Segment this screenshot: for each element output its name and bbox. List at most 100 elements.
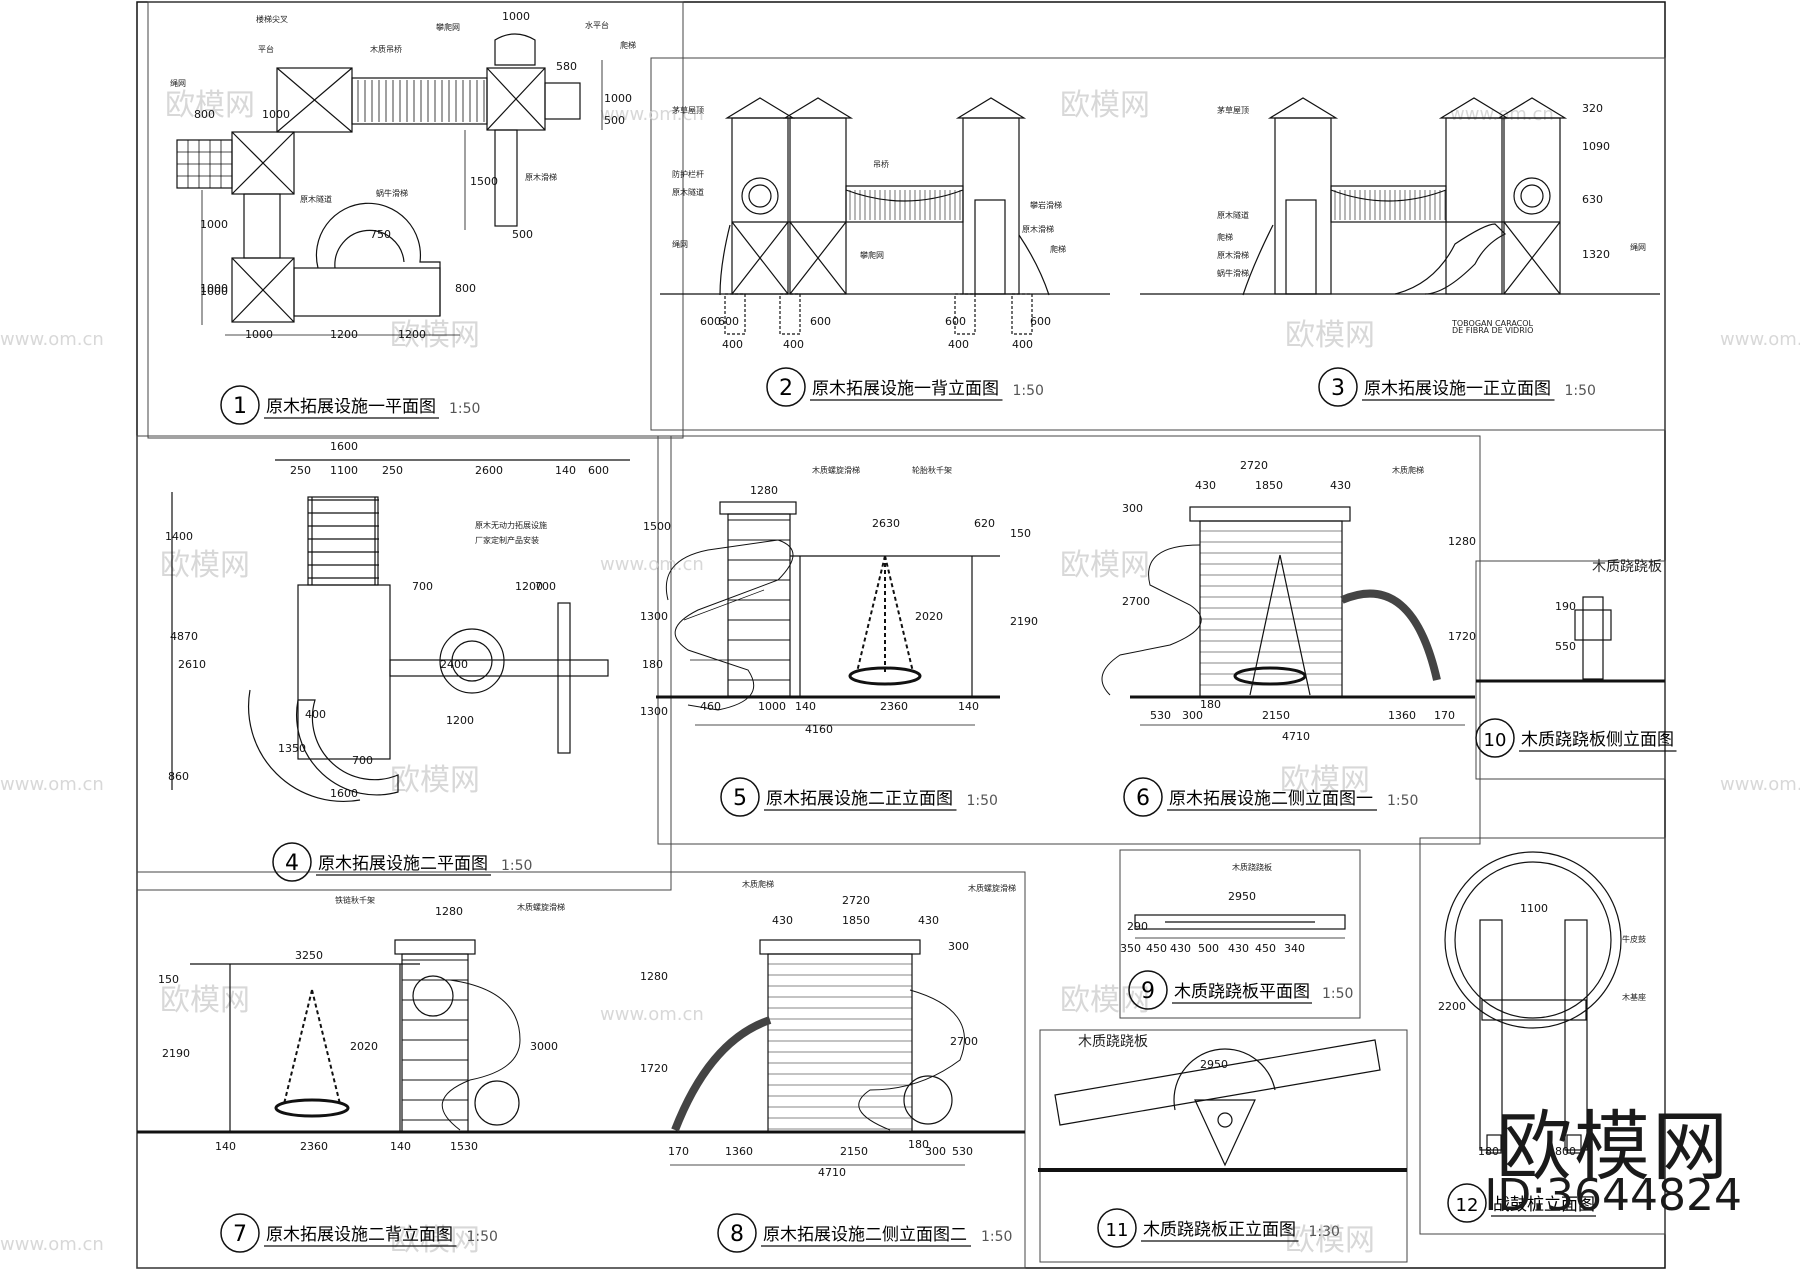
callout-label: TOBOGAN CARACOL	[1451, 319, 1534, 328]
dimension-value: 2950	[1228, 890, 1256, 903]
watermark-url: www.om.cn	[0, 774, 104, 795]
watermark-tile: 欧模网	[390, 763, 480, 798]
dimension-value: 300	[1182, 709, 1203, 722]
panel-number: 8	[730, 1222, 744, 1247]
dimension-value: 1000	[200, 285, 228, 298]
dimension-value: 1720	[640, 1062, 668, 1075]
dimension-value: 140	[390, 1140, 411, 1153]
watermark-tile: 欧模网	[1285, 318, 1375, 353]
watermark-tile: 欧模网	[165, 88, 255, 123]
dimension-value: 1850	[842, 914, 870, 927]
dimension-value: 1850	[1255, 479, 1283, 492]
callout-label: 楼梯尖叉	[256, 14, 288, 24]
panel-title-text: 原木拓展设施二侧立面图一	[1169, 789, 1373, 809]
callout-label: 攀岩滑梯	[1030, 200, 1062, 210]
dimension-value: 1500	[643, 520, 671, 533]
callout-label: 爬梯	[1050, 244, 1066, 254]
dimension-value: 1280	[1448, 535, 1476, 548]
dimension-value: 2150	[1262, 709, 1290, 722]
dimension-value: 600	[588, 464, 609, 477]
callout-label: 木基座	[1622, 992, 1646, 1002]
dimension-value: 700	[412, 580, 433, 593]
dimension-value: 430	[772, 914, 793, 927]
callout-label: 原木隧道	[300, 194, 332, 204]
dimension-value: 2600	[475, 464, 503, 477]
dimension-value: 190	[1555, 600, 1576, 613]
panel-title-text: 木质跷跷板平面图	[1174, 982, 1310, 1002]
dimension-value: 400	[1012, 338, 1033, 351]
elevation-drawing-2	[660, 97, 1110, 335]
panel-scale: 1:50	[967, 793, 998, 809]
callout-label: 绳网	[170, 78, 186, 88]
dimension-value: 450	[1146, 942, 1167, 955]
dimension-value: 1000	[200, 218, 228, 231]
dimension-value: 500	[512, 228, 533, 241]
watermark-url: www.om.cn	[600, 554, 704, 575]
dimension-value: 1600	[330, 440, 358, 453]
callout-label: 原木隧道	[1217, 210, 1249, 220]
watermark-url: www.om.cn	[0, 329, 104, 350]
callout-label: 原木隧道	[672, 187, 704, 197]
callout-label: 轮胎秋千架	[912, 465, 952, 475]
seesaw-plan-9	[1134, 914, 1346, 939]
callout-label: 茅草屋顶	[672, 105, 704, 115]
callout-label: 木质爬梯	[742, 879, 774, 889]
dimension-value: 2630	[872, 517, 900, 530]
dimension-value: 2700	[1122, 595, 1150, 608]
dimension-value: 1090	[1582, 140, 1610, 153]
dimension-value: 2020	[915, 610, 943, 623]
dimension-value: 300	[925, 1145, 946, 1158]
dimension-value: 1500	[470, 175, 498, 188]
dimension-value: 140	[958, 700, 979, 713]
panel-scale: 1:30	[1309, 1224, 1340, 1240]
callout-label: 攀爬网	[436, 22, 460, 32]
panel-title-text: 原木拓展设施一正立面图	[1364, 379, 1551, 399]
dimension-value: 250	[382, 464, 403, 477]
panel-number: 6	[1136, 786, 1150, 811]
dimension-value: 430	[1195, 479, 1216, 492]
dimension-value: 2950	[1200, 1058, 1228, 1071]
watermark-tile: 欧模网	[160, 983, 250, 1018]
callout-label: 爬梯	[1217, 232, 1233, 242]
dimension-value: 430	[1228, 942, 1249, 955]
dimension-value: 300	[1122, 502, 1143, 515]
watermark-url: www.om.cn	[1720, 329, 1800, 350]
dimension-value: 2190	[1010, 615, 1038, 628]
elevation-drawing-5	[656, 501, 1000, 726]
panel-number-circle	[717, 1213, 757, 1253]
panel-number: 5	[733, 786, 747, 811]
callout-label: 木质跷跷板	[1232, 862, 1272, 872]
dimension-value: 1350	[278, 742, 306, 755]
dimension-value: 1000	[758, 700, 786, 713]
dimension-value: 1000	[502, 10, 530, 23]
dimension-value: 2720	[1240, 459, 1268, 472]
dimension-value: 400	[948, 338, 969, 351]
dimension-value: 580	[556, 60, 577, 73]
dimension-value: 1800	[1548, 1145, 1576, 1158]
dimension-value: 170	[1434, 709, 1455, 722]
dimension-value: 350	[1120, 942, 1141, 955]
callout-label: 原木无动力拓展设施	[475, 520, 547, 530]
elevation-drawing-6	[1101, 506, 1475, 726]
dimension-value: 320	[1582, 102, 1603, 115]
watermark-tile: 欧模网	[1285, 1223, 1375, 1258]
panel-number-circle	[720, 777, 760, 817]
callout-label: 木质跷跷板	[1078, 1033, 1148, 1050]
dimension-value: 430	[918, 914, 939, 927]
dimension-value: 2400	[440, 658, 468, 671]
dimension-value: 620	[974, 517, 995, 530]
callout-label: 木质跷跷板	[1592, 558, 1662, 575]
callout-label: 攀爬网	[860, 250, 884, 260]
dimension-value: 1200	[515, 580, 543, 593]
watermark-tile: 欧模网	[1280, 763, 1370, 798]
dimension-value: 2610	[178, 658, 206, 671]
dimension-value: 180	[908, 1138, 929, 1151]
dimension-value: 400	[783, 338, 804, 351]
dimension-value: 1000	[262, 108, 290, 121]
